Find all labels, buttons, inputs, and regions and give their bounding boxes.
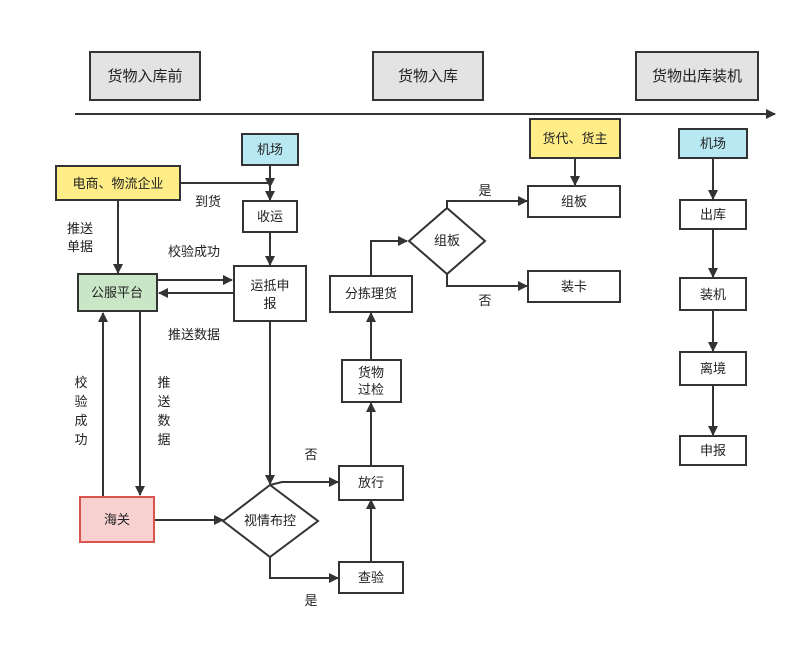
node-departure-label: 离境 [700,361,726,377]
node-outbound-label: 出库 [700,207,726,223]
label-yes-group: 是 [478,184,491,199]
stage-pre-label: 货物入库前 [107,67,182,85]
node-xray: 货物 过检 [341,359,402,403]
node-airport-right: 机场 [678,128,748,159]
node-report-label: 申报 [700,444,726,459]
node-card: 装卡 [527,270,621,303]
node-outbound: 出库 [679,199,747,230]
stage-pre-box: 货物入库前 [89,51,201,101]
node-release-label: 放行 [358,476,384,491]
node-xray-label-2: 过检 [358,383,384,398]
label-push-doc-1: 推送 [67,222,93,237]
node-declare-label-2: 报 [263,297,276,312]
label-arrive: 到货 [195,194,221,210]
node-card-label: 装卡 [561,280,587,295]
node-ecommerce: 电商、物流企业 [55,165,181,201]
stage-in-box: 货物入库 [372,51,484,101]
label-push-data-h: 推送数据 [168,328,220,343]
label-no-release: 否 [304,448,317,463]
node-check: 查验 [338,561,404,594]
node-airport-right-label: 机场 [700,137,726,152]
node-group-decision-label: 组板 [434,234,460,249]
label-verify-ok-v-4: 功 [74,433,87,448]
node-xray-label-1: 货物 [358,365,384,381]
label-verify-ok-v-1: 校 [74,375,87,391]
edge-sort-group [370,236,408,276]
node-sort-label: 分拣理货 [345,286,397,302]
node-forwarder: 货代、货主 [529,118,621,159]
node-ecommerce-label: 电商、物流企业 [72,176,163,192]
label-push-data-v-2: 送 [157,395,170,410]
node-platform: 公服平台 [77,273,158,312]
node-group-box-label: 组板 [561,195,587,210]
label-push-data-v-1: 推 [157,376,170,391]
label-verify-ok-v-2: 验 [74,394,87,410]
label-yes-check: 是 [304,594,317,609]
node-declare: 运抵申 报 [233,265,307,322]
edge-group-yes [446,196,528,208]
node-receive: 收运 [242,200,298,233]
node-group-box: 组板 [527,185,621,218]
node-release: 放行 [338,465,404,501]
node-report: 申报 [679,435,747,466]
node-platform-label: 公服平台 [91,286,143,301]
node-receive-label: 收运 [257,210,283,225]
edge-group-no [446,274,528,291]
label-verify-ok-h: 校验成功 [168,244,220,260]
node-inspect-control: 视情布控 [221,483,320,559]
node-forwarder-label: 货代、货主 [542,131,607,147]
node-group-decision: 组板 [407,206,487,276]
label-no-card: 否 [478,294,491,309]
edge-inspect-check [269,556,339,583]
node-sort: 分拣理货 [329,275,413,313]
label-push-data-v-3: 数 [157,414,170,429]
node-airport-left: 机场 [241,133,299,166]
node-departure: 离境 [679,351,747,386]
stage-out-label: 货物出库装机 [652,67,742,85]
edge-inspect-release [269,477,339,487]
stage-in-label: 货物入库 [398,67,458,85]
node-load: 装机 [679,277,747,311]
stage-out-box: 货物出库装机 [635,51,759,101]
node-declare-label-1: 运抵申 [250,279,289,294]
node-inspect-control-label: 视情布控 [244,514,296,529]
label-push-doc-2: 单据 [67,240,93,255]
node-customs-label: 海关 [104,513,130,528]
node-check-label: 查验 [358,570,384,586]
label-push-data-v-4: 据 [157,433,170,448]
node-airport-left-label: 机场 [257,143,283,158]
label-verify-ok-v-3: 成 [74,414,87,429]
node-customs: 海关 [79,496,155,543]
edge-ecommerce-receive [180,178,275,188]
node-load-label: 装机 [700,288,726,303]
